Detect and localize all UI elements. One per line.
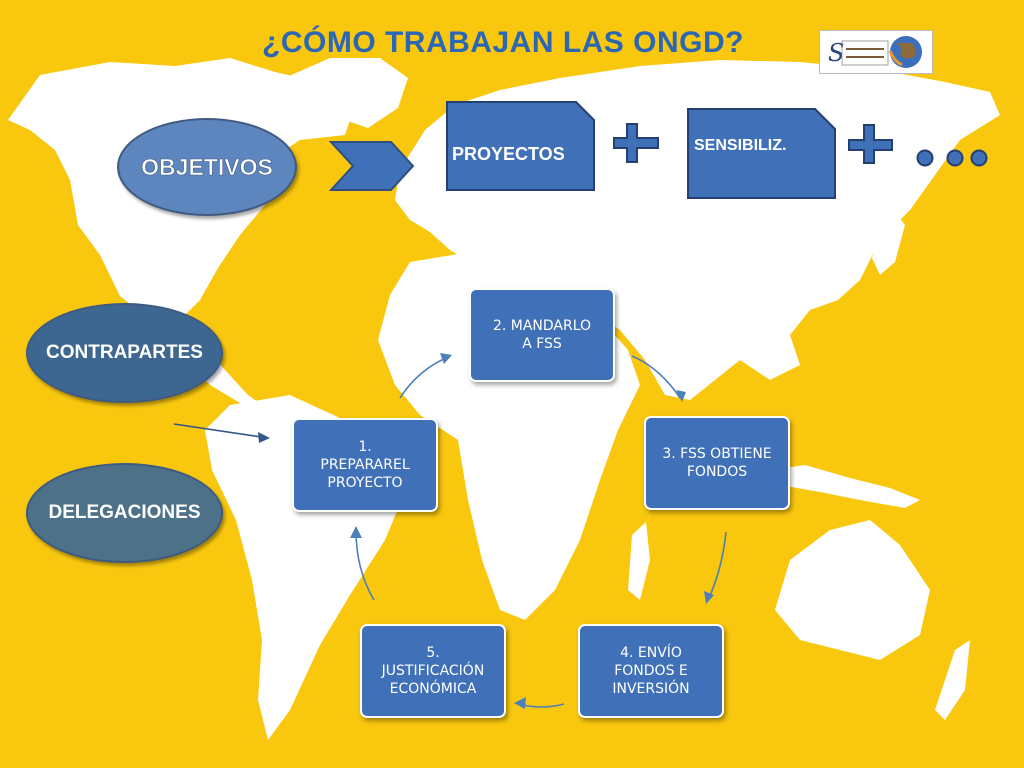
indonesia-shape xyxy=(770,465,920,508)
cycle-arrowhead-5-1 xyxy=(350,526,362,538)
connector-arrow xyxy=(173,423,269,439)
step-1-box: 1. PREPARAREL PROYECTO xyxy=(292,418,438,512)
new-zealand-shape xyxy=(935,640,970,720)
sensibiliz-label: SENSIBILIZ. xyxy=(694,137,787,154)
ellipsis-dot-3 xyxy=(970,149,988,167)
slide-title: ¿CÓMO TRABAJAN LAS ONGD? xyxy=(262,26,744,59)
delegaciones-label: DELEGACIONES xyxy=(48,502,201,523)
delegaciones-oval: DELEGACIONES xyxy=(26,463,223,563)
contrapartes-label: CONTRAPARTES xyxy=(46,342,203,363)
step-2-box: 2. MANDARLO A FSS xyxy=(469,288,615,382)
organization-logo: S xyxy=(819,30,933,74)
proyectos-shape xyxy=(446,101,595,191)
cycle-arrowhead-3-4 xyxy=(704,591,714,604)
cycle-arrowhead-4-5 xyxy=(514,697,526,709)
step-5-label: 5. JUSTIFICACIÓN ECONÓMICA xyxy=(381,644,485,698)
step-4-box: 4. ENVÍO FONDOS E INVERSIÓN xyxy=(578,624,724,718)
step-3-box: 3. FSS OBTIENE FONDOS xyxy=(644,416,790,510)
objetivos-oval: OBJETIVOS xyxy=(117,118,297,216)
svg-text:S: S xyxy=(828,39,844,67)
step-2-label: 2. MANDARLO A FSS xyxy=(492,317,592,352)
objetivos-label: OBJETIVOS xyxy=(141,153,273,180)
step-3-label: 3. FSS OBTIENE FONDOS xyxy=(662,445,772,480)
madagascar-shape xyxy=(628,522,650,600)
proyectos-label: PROYECTOS xyxy=(452,144,565,164)
ellipsis-dot-2 xyxy=(946,149,964,167)
sensibiliz-shape xyxy=(687,108,836,199)
cycle-arrow-2-3 xyxy=(631,355,681,399)
australia-shape xyxy=(775,520,930,660)
cycle-arrow-3-4 xyxy=(707,531,727,601)
connector-arrowhead xyxy=(258,432,270,443)
step-1-label: 1. PREPARAREL PROYECTO xyxy=(320,438,410,492)
step-5-box: 5. JUSTIFICACIÓN ECONÓMICA xyxy=(360,624,506,718)
contrapartes-oval: CONTRAPARTES xyxy=(26,303,223,403)
step-4-label: 4. ENVÍO FONDOS E INVERSIÓN xyxy=(612,644,690,698)
greenland-shape xyxy=(280,58,408,128)
ellipsis-dot-1 xyxy=(916,149,934,167)
cycle-arrowhead-1-2 xyxy=(440,353,452,364)
chevron-arrow xyxy=(328,141,415,191)
plus-icon-2 xyxy=(848,124,893,164)
logo-graphic: S xyxy=(828,36,922,68)
plus-icon-1 xyxy=(613,123,659,163)
japan-shape xyxy=(872,212,905,275)
cycle-arrowhead-2-3 xyxy=(676,390,686,402)
